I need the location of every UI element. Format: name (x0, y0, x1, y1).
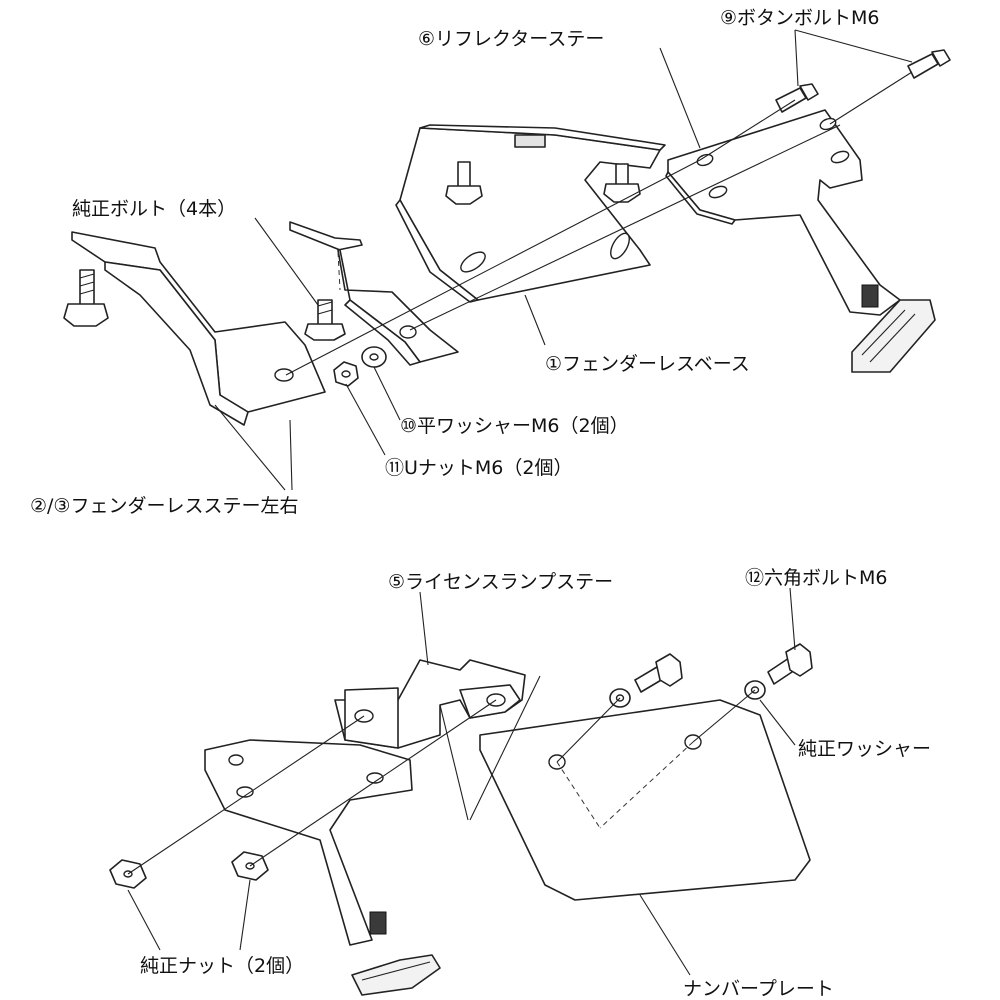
label-license-lamp-stay: ⑤ライセンスランプステー (388, 571, 613, 593)
fenderless-base-part (395, 124, 666, 303)
number-plate-part (479, 699, 811, 901)
label-oem-bolt-4: 純正ボルト（4本） (72, 198, 236, 220)
hex-bolt-left-part (634, 653, 683, 693)
reflector-stay-part (665, 109, 936, 373)
label-fenderless-stay-lr: ②/③フェンダーレスステー左右 (30, 495, 298, 517)
button-bolt-left-part (775, 83, 819, 113)
labels: ⑨ボタンボルトM6 ⑥リフレクターステー 純正ボルト（4本） ①フェンダーレスベ… (30, 7, 931, 1000)
hex-bolt-right-part (767, 643, 813, 685)
u-nut-part (333, 361, 359, 387)
label-flat-washer: ⑩平ワッシャーM6（2個） (400, 415, 629, 437)
oem-bolt-middle-part (304, 299, 346, 341)
label-button-bolt: ⑨ボタンボルトM6 (720, 7, 880, 29)
fenderless-stay-left-part (71, 231, 326, 426)
oem-nut-left-part (109, 859, 147, 889)
label-oem-washer: 純正ワッシャー (798, 738, 931, 760)
button-bolt-right-part (907, 49, 951, 79)
label-reflector-stay: ⑥リフレクターステー (418, 28, 604, 50)
label-fenderless-base: ①フェンダーレスベース (545, 353, 750, 375)
label-number-plate: ナンバープレート (683, 978, 834, 1000)
label-oem-nut-2: 純正ナット（2個） (140, 955, 304, 977)
label-hex-bolt: ⑫六角ボルトM6 (745, 567, 887, 589)
license-lamp-stay-part (334, 659, 526, 749)
oem-bolt-left-part (63, 269, 109, 327)
top-assembly (63, 29, 951, 491)
bottom-assembly (109, 587, 813, 996)
label-u-nut: ⑪UナットM6（2個） (385, 457, 572, 479)
flat-washer-part (361, 346, 387, 368)
